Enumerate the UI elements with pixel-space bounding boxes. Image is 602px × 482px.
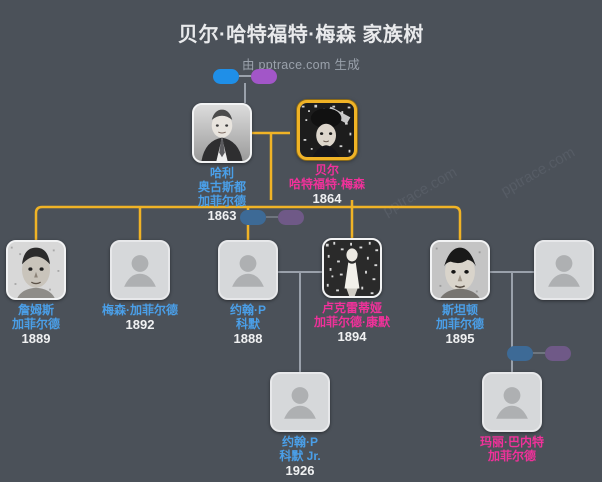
person-photo: [194, 105, 250, 161]
person-name: 梅森·加菲尔德: [102, 303, 178, 317]
header: 贝尔·哈特福特·梅森 家族树 由 pptrace.com 生成: [0, 0, 602, 73]
avatar-placeholder-icon: [548, 255, 580, 287]
person-labels: 詹姆斯 加菲尔德 1889: [0, 303, 98, 346]
person-photo: [8, 242, 64, 298]
page-title: 贝尔·哈特福特·梅森 家族树: [178, 24, 424, 46]
person-photo-frame[interactable]: [110, 240, 170, 300]
person-name: 约翰·P: [281, 435, 318, 449]
avatar-placeholder-icon: [284, 387, 316, 419]
marriage-badge-female-pill: [251, 69, 277, 84]
person-photo-frame[interactable]: [218, 240, 278, 300]
person-year: 1892: [125, 317, 155, 332]
person-photo-frame[interactable]: [534, 240, 594, 300]
person-year: 1894: [337, 329, 367, 344]
person-photo-frame[interactable]: [6, 240, 66, 300]
avatar-placeholder-icon: [124, 255, 156, 287]
person-labels: 约翰·P 科默 Jr. 1926: [238, 435, 362, 478]
person-name: 斯坦顿: [441, 303, 478, 317]
person-labels: 斯坦顿 加菲尔德 1895: [398, 303, 522, 346]
person-photo: [300, 103, 354, 157]
person-year: 1888: [233, 331, 263, 346]
person-name: 加菲尔德: [435, 317, 484, 331]
avatar-placeholder-icon: [496, 387, 528, 419]
person-name: 哈特福特·梅森: [289, 177, 365, 191]
avatar-placeholder-icon: [232, 255, 264, 287]
person-year: 1864: [312, 191, 342, 206]
person-name: 约翰·P: [229, 303, 266, 317]
person-photo-frame[interactable]: [270, 372, 330, 432]
marriage-badge-link: [266, 216, 278, 218]
person-name: 哈利: [209, 166, 234, 180]
person-name: 詹姆斯: [17, 303, 54, 317]
marriage-badge-male-pill: [213, 69, 239, 84]
person-labels: 约翰·P 科默 1888: [186, 303, 310, 346]
person-labels: 哈利 奥古斯都 加菲尔德 1863: [160, 166, 284, 223]
person-year: 1863: [207, 208, 237, 223]
person-photo-frame[interactable]: [482, 372, 542, 432]
marriage-badge-link: [239, 75, 251, 77]
marriage-badge-male-pill: [240, 210, 266, 225]
person-photo: [432, 242, 488, 298]
marriage-badge-female-pill: [278, 210, 304, 225]
marriage-badge-female-pill: [545, 346, 571, 361]
person-photo-frame[interactable]: [192, 103, 252, 163]
person-name: 奥古斯都: [197, 180, 246, 194]
person-labels: 卢克雷蒂娅 加菲尔德·康默 1894: [290, 301, 414, 344]
person-year: 1895: [445, 331, 475, 346]
person-year: 1926: [285, 463, 315, 478]
person-labels: 贝尔 哈特福特·梅森 1864: [265, 163, 389, 206]
person-photo-frame[interactable]: [430, 240, 490, 300]
marriage-badge-male-pill: [507, 346, 533, 361]
person-name: 加菲尔德: [197, 194, 246, 208]
person-photo-frame[interactable]: [322, 238, 382, 298]
person-photo: [324, 240, 380, 296]
person-photo-frame[interactable]: [297, 100, 357, 160]
person-name: 卢克雷蒂娅: [321, 301, 382, 315]
person-year: 1889: [21, 331, 51, 346]
person-name: 科默: [235, 317, 260, 331]
person-name: 加菲尔德·康默: [314, 315, 390, 329]
person-name: 贝尔: [314, 163, 339, 177]
page-subtitle: 由 pptrace.com 生成: [241, 58, 361, 72]
person-name: 玛丽·巴内特: [480, 435, 544, 449]
person-name: 加菲尔德: [487, 449, 536, 463]
person-labels: 梅森·加菲尔德 1892: [78, 303, 202, 332]
marriage-badge-link: [533, 352, 545, 354]
person-name: 加菲尔德: [11, 317, 60, 331]
person-labels: 玛丽·巴内特 加菲尔德: [450, 435, 574, 463]
person-name: 科默 Jr.: [279, 449, 321, 463]
